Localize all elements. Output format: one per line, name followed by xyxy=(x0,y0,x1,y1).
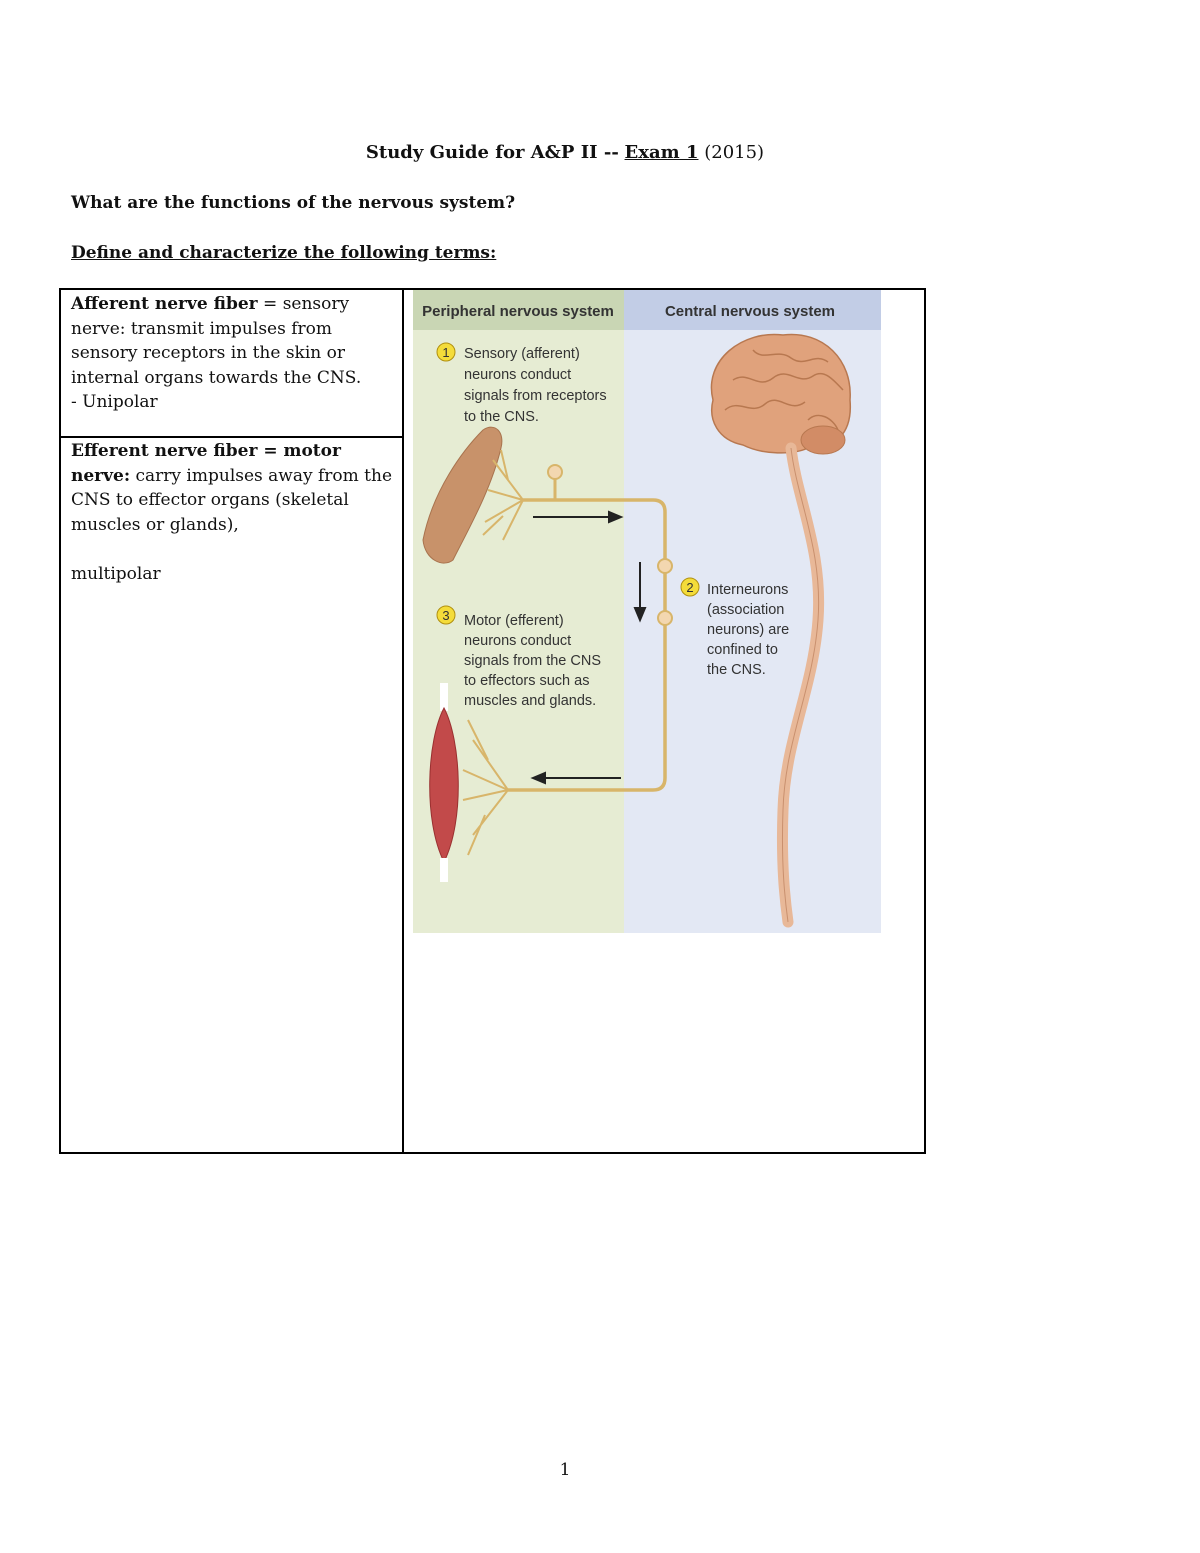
terms-table xyxy=(59,288,926,1154)
nervous-system-figure: Peripheral nervous system Central nervou… xyxy=(413,290,881,933)
term-definition: = sensory nerve: transmit impulses from … xyxy=(71,294,362,388)
sensory-cell-body xyxy=(547,464,563,480)
interneuron-arrowhead xyxy=(633,607,647,623)
table-divider-horizontal xyxy=(59,436,404,438)
brain-image xyxy=(710,333,851,454)
interneuron-1 xyxy=(657,558,673,574)
question-functions: What are the functions of the nervous sy… xyxy=(71,193,516,213)
question-define-terms: Define and characterize the following te… xyxy=(71,243,497,263)
step-1-text: Sensory (afferent) neurons conduct signa… xyxy=(464,346,611,425)
step-3-number: 3 xyxy=(442,608,449,623)
term-name: Efferent nerve fiber = motor nerve: xyxy=(71,441,341,486)
tendon-bottom xyxy=(440,858,448,882)
sensory-arrowhead xyxy=(608,510,624,524)
table-divider-vertical xyxy=(402,288,404,1154)
brain-folds xyxy=(724,349,844,431)
pns-header: Peripheral nervous system xyxy=(422,303,614,320)
title-year: (2015) xyxy=(704,142,765,163)
step-3-text: Motor (efferent) neurons conduct signals… xyxy=(464,613,605,709)
cns-header-bar xyxy=(624,290,881,330)
step-1-number: 1 xyxy=(442,345,449,360)
title-exam: Exam 1 xyxy=(624,142,699,163)
cns-header: Central nervous system xyxy=(665,303,835,320)
term-definition: carry impulses away from the CNS to effe… xyxy=(71,465,393,535)
page-title: Study Guide for A&P II -- Exam 1 (2015) xyxy=(0,142,1130,163)
tendon-top xyxy=(440,683,448,711)
title-prefix: Study Guide for A&P II -- xyxy=(365,142,619,163)
step-2-number: 2 xyxy=(686,580,693,595)
term-name: Afferent nerve fiber xyxy=(71,294,258,314)
step-2-marker xyxy=(680,577,700,597)
motor-arrowhead xyxy=(530,771,546,785)
term-cell-efferent: Efferent nerve fiber = motor nerve: carr… xyxy=(71,439,396,586)
motor-nerve-endings xyxy=(462,719,509,856)
cerebellum-image xyxy=(800,425,846,455)
step-2-text: Interneurons (association neurons) are c… xyxy=(707,582,793,678)
step-3-marker xyxy=(436,605,456,625)
step-1-marker xyxy=(436,342,456,362)
sensory-nerve-endings xyxy=(482,449,524,541)
page-number: 1 xyxy=(559,1460,571,1480)
term-note: - Unipolar xyxy=(71,392,158,412)
nerve-pathway xyxy=(508,498,667,792)
term-cell-afferent: Afferent nerve fiber = sensory nerve: tr… xyxy=(71,292,396,415)
term-note: multipolar xyxy=(71,563,161,584)
pns-header-bar xyxy=(413,290,624,330)
skin-finger-image xyxy=(422,426,503,564)
interneuron-2 xyxy=(657,610,673,626)
spinal-cord-outline xyxy=(781,447,820,923)
